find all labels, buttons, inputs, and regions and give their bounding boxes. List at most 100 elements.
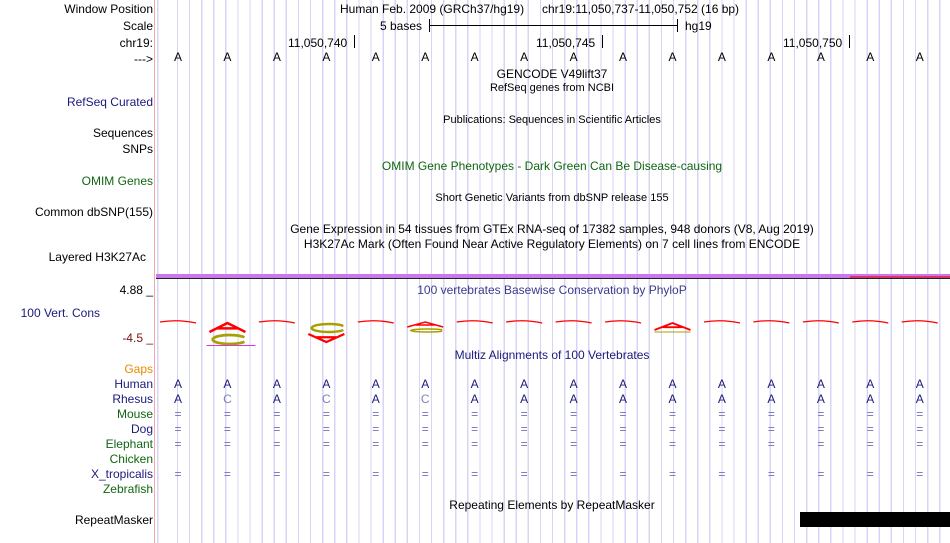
logo-tilde [258, 320, 296, 324]
sequences-label[interactable]: Sequences [92, 126, 153, 140]
alignment-base: A [173, 392, 183, 406]
alignment-base: C [420, 392, 430, 406]
alignment-base: A [816, 392, 825, 406]
alignment-base: A [717, 392, 726, 406]
alignment-base: = [817, 407, 825, 421]
alignment-base: = [668, 437, 677, 451]
alignment-base: A [421, 377, 430, 391]
alignment-base: = [174, 437, 182, 451]
alignment-base: = [619, 437, 627, 451]
publications-title: Publications: Sequences in Scientific Ar… [443, 114, 661, 126]
alignment-base: = [866, 437, 874, 451]
species-label-chicken[interactable]: Chicken [109, 452, 153, 466]
gtex-title: Gene Expression in 54 tissues from GTEx … [290, 222, 814, 236]
species-label-elephant[interactable]: Elephant [105, 437, 153, 451]
alignment-base: = [916, 407, 924, 421]
alignment-base: = [372, 467, 380, 481]
logo-letter-a [307, 332, 345, 344]
sequence-base: A [421, 50, 430, 64]
omim-label[interactable]: OMIM Genes [81, 174, 153, 188]
alignment-base: = [570, 407, 578, 421]
alignment-base: = [767, 467, 775, 481]
alignment-base: A [767, 392, 776, 406]
alignment-base: = [767, 437, 775, 451]
species-label-rhesus[interactable]: Rhesus [112, 392, 153, 406]
sequence-base: A [322, 50, 331, 64]
repeat-title: Repeating Elements by RepeatMasker [449, 498, 655, 512]
alignment-base: = [223, 407, 231, 421]
alignment-base: A [717, 377, 726, 391]
alignment-base: = [471, 422, 479, 436]
alignment-base: = [174, 422, 182, 436]
alignment-base: A [866, 392, 875, 406]
alignment-base: = [668, 407, 677, 421]
logo-tilde [703, 320, 741, 324]
species-label-human[interactable]: Human [114, 377, 153, 391]
alignment-base: = [471, 467, 479, 481]
alignment-base: A [569, 377, 578, 391]
repeat-element[interactable] [800, 512, 950, 527]
species-label-dog[interactable]: Dog [130, 422, 153, 436]
alignment-base: = [817, 422, 825, 436]
alignment-base: = [372, 407, 380, 421]
sequence-base: A [866, 50, 875, 64]
alignment-base: = [322, 437, 330, 451]
logo-letter-c [310, 322, 344, 334]
logo-letter-c [211, 333, 246, 346]
cons-label[interactable]: 100 Vert. Cons [20, 306, 100, 320]
alignment-base: A [272, 392, 281, 406]
alignment-base: A [470, 377, 479, 391]
alignment-base: A [520, 392, 529, 406]
phylop-title: 100 vertebrates Basewise Conservation by… [417, 283, 687, 297]
alignment-base: = [174, 407, 182, 421]
h3k27ac-label[interactable]: Layered H3K27Ac [48, 250, 146, 264]
cons-min-label: -4.5 _ [122, 331, 153, 345]
snps-label[interactable]: SNPs [122, 142, 153, 156]
alignment-base: = [668, 467, 677, 481]
omim-title: OMIM Gene Phenotypes - Dark Green Can Be… [381, 159, 723, 173]
alignment-base: = [570, 422, 578, 436]
alignment-base: = [619, 407, 627, 421]
alignment-base: C [322, 392, 331, 406]
gaps-label[interactable]: Gaps [124, 362, 153, 376]
coord-tick-1: 11,050,740 [288, 36, 348, 50]
alignment-base: A [668, 377, 677, 391]
coord-tick-2: 11,050,745 [536, 36, 596, 50]
logo-tilde [357, 320, 394, 324]
alignment-base: = [718, 437, 726, 451]
repeatmasker-label[interactable]: RepeatMasker [74, 513, 153, 527]
logo-letter-c [409, 328, 443, 333]
sequence-base: A [520, 50, 529, 64]
alignment-base: = [916, 467, 924, 481]
alignment-base: A [223, 377, 232, 391]
alignment-base: = [421, 407, 429, 421]
logo-letter-a [654, 321, 691, 331]
alignment-base: = [570, 437, 578, 451]
species-label-x_tropicalis[interactable]: X_tropicalis [90, 467, 153, 481]
h3k27ac-title: H3K27Ac Mark (Often Found Near Active Re… [303, 237, 801, 251]
alignment-base: = [520, 467, 528, 481]
alignment-base: A [371, 377, 380, 391]
alignment-base: = [322, 467, 330, 481]
alignment-base: = [273, 422, 281, 436]
refseq-label[interactable]: RefSeq Curated [66, 95, 153, 109]
alignment-base: A [322, 377, 331, 391]
logo-tilde [604, 320, 642, 324]
base-guidelines [156, 0, 950, 543]
alignment-base: = [718, 467, 726, 481]
logo-letter-a [208, 321, 247, 334]
species-label-zebrafish[interactable]: Zebrafish [102, 482, 153, 496]
sequence-base: A [371, 50, 380, 64]
cons-max-label: 4.88 _ [119, 283, 153, 297]
assembly-text: Human Feb. 2009 (GRCh37/hg19) [340, 2, 525, 16]
dbsnp-label[interactable]: Common dbSNP(155) [34, 205, 153, 219]
alignment-base: C [223, 392, 232, 406]
alignment-base: = [174, 467, 182, 481]
h3k27ac-signal-peak [850, 276, 950, 278]
alignment-base: = [767, 407, 775, 421]
species-label-mouse[interactable]: Mouse [116, 407, 153, 421]
track-divider [156, 278, 950, 279]
logo-letter-a [407, 321, 444, 328]
alignment-base: = [520, 437, 528, 451]
